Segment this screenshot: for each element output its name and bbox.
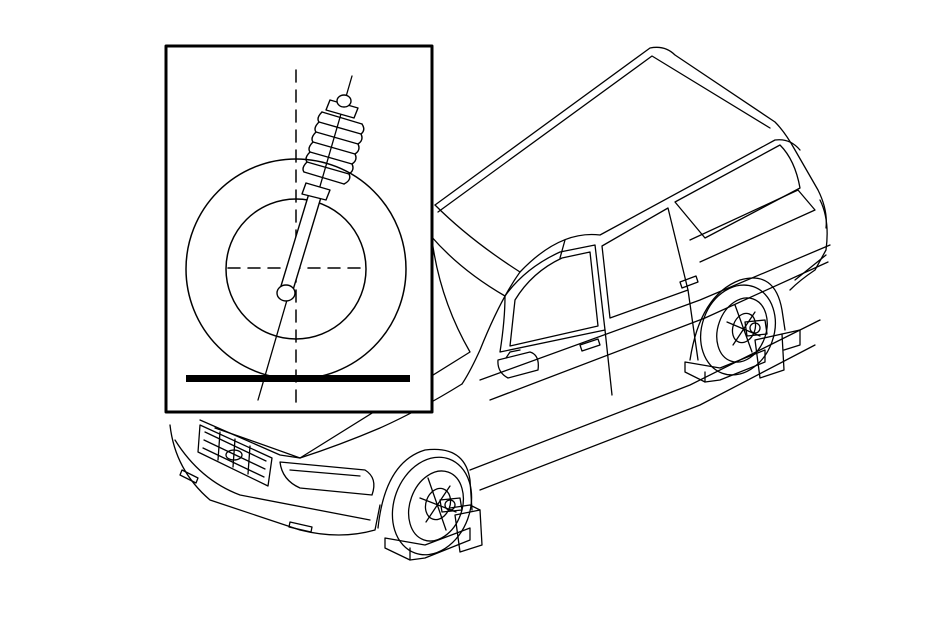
car-hood [214,239,471,459]
rear-wheel-arch [689,277,786,361]
ground-line [186,375,410,382]
car-roof [434,46,827,229]
front-wheel [391,456,473,556]
rear-door-window [601,207,689,319]
front-bumper [169,424,381,536]
rear-door-handle [679,275,699,289]
inset-panel [164,44,434,414]
front-door-window [509,251,599,347]
front-alignment-stand [384,497,483,561]
rear-quarter-window [674,144,801,239]
headlight [279,461,375,496]
strut-assembly [276,94,365,302]
car-body [169,46,831,536]
side-mirror [497,351,539,379]
front-grille [197,424,273,487]
rear-alignment-stand [684,319,801,383]
coil-spring [302,111,365,185]
front-wheel-arch [377,448,473,529]
front-door-handle [579,338,601,352]
rear-wheel [700,284,776,376]
